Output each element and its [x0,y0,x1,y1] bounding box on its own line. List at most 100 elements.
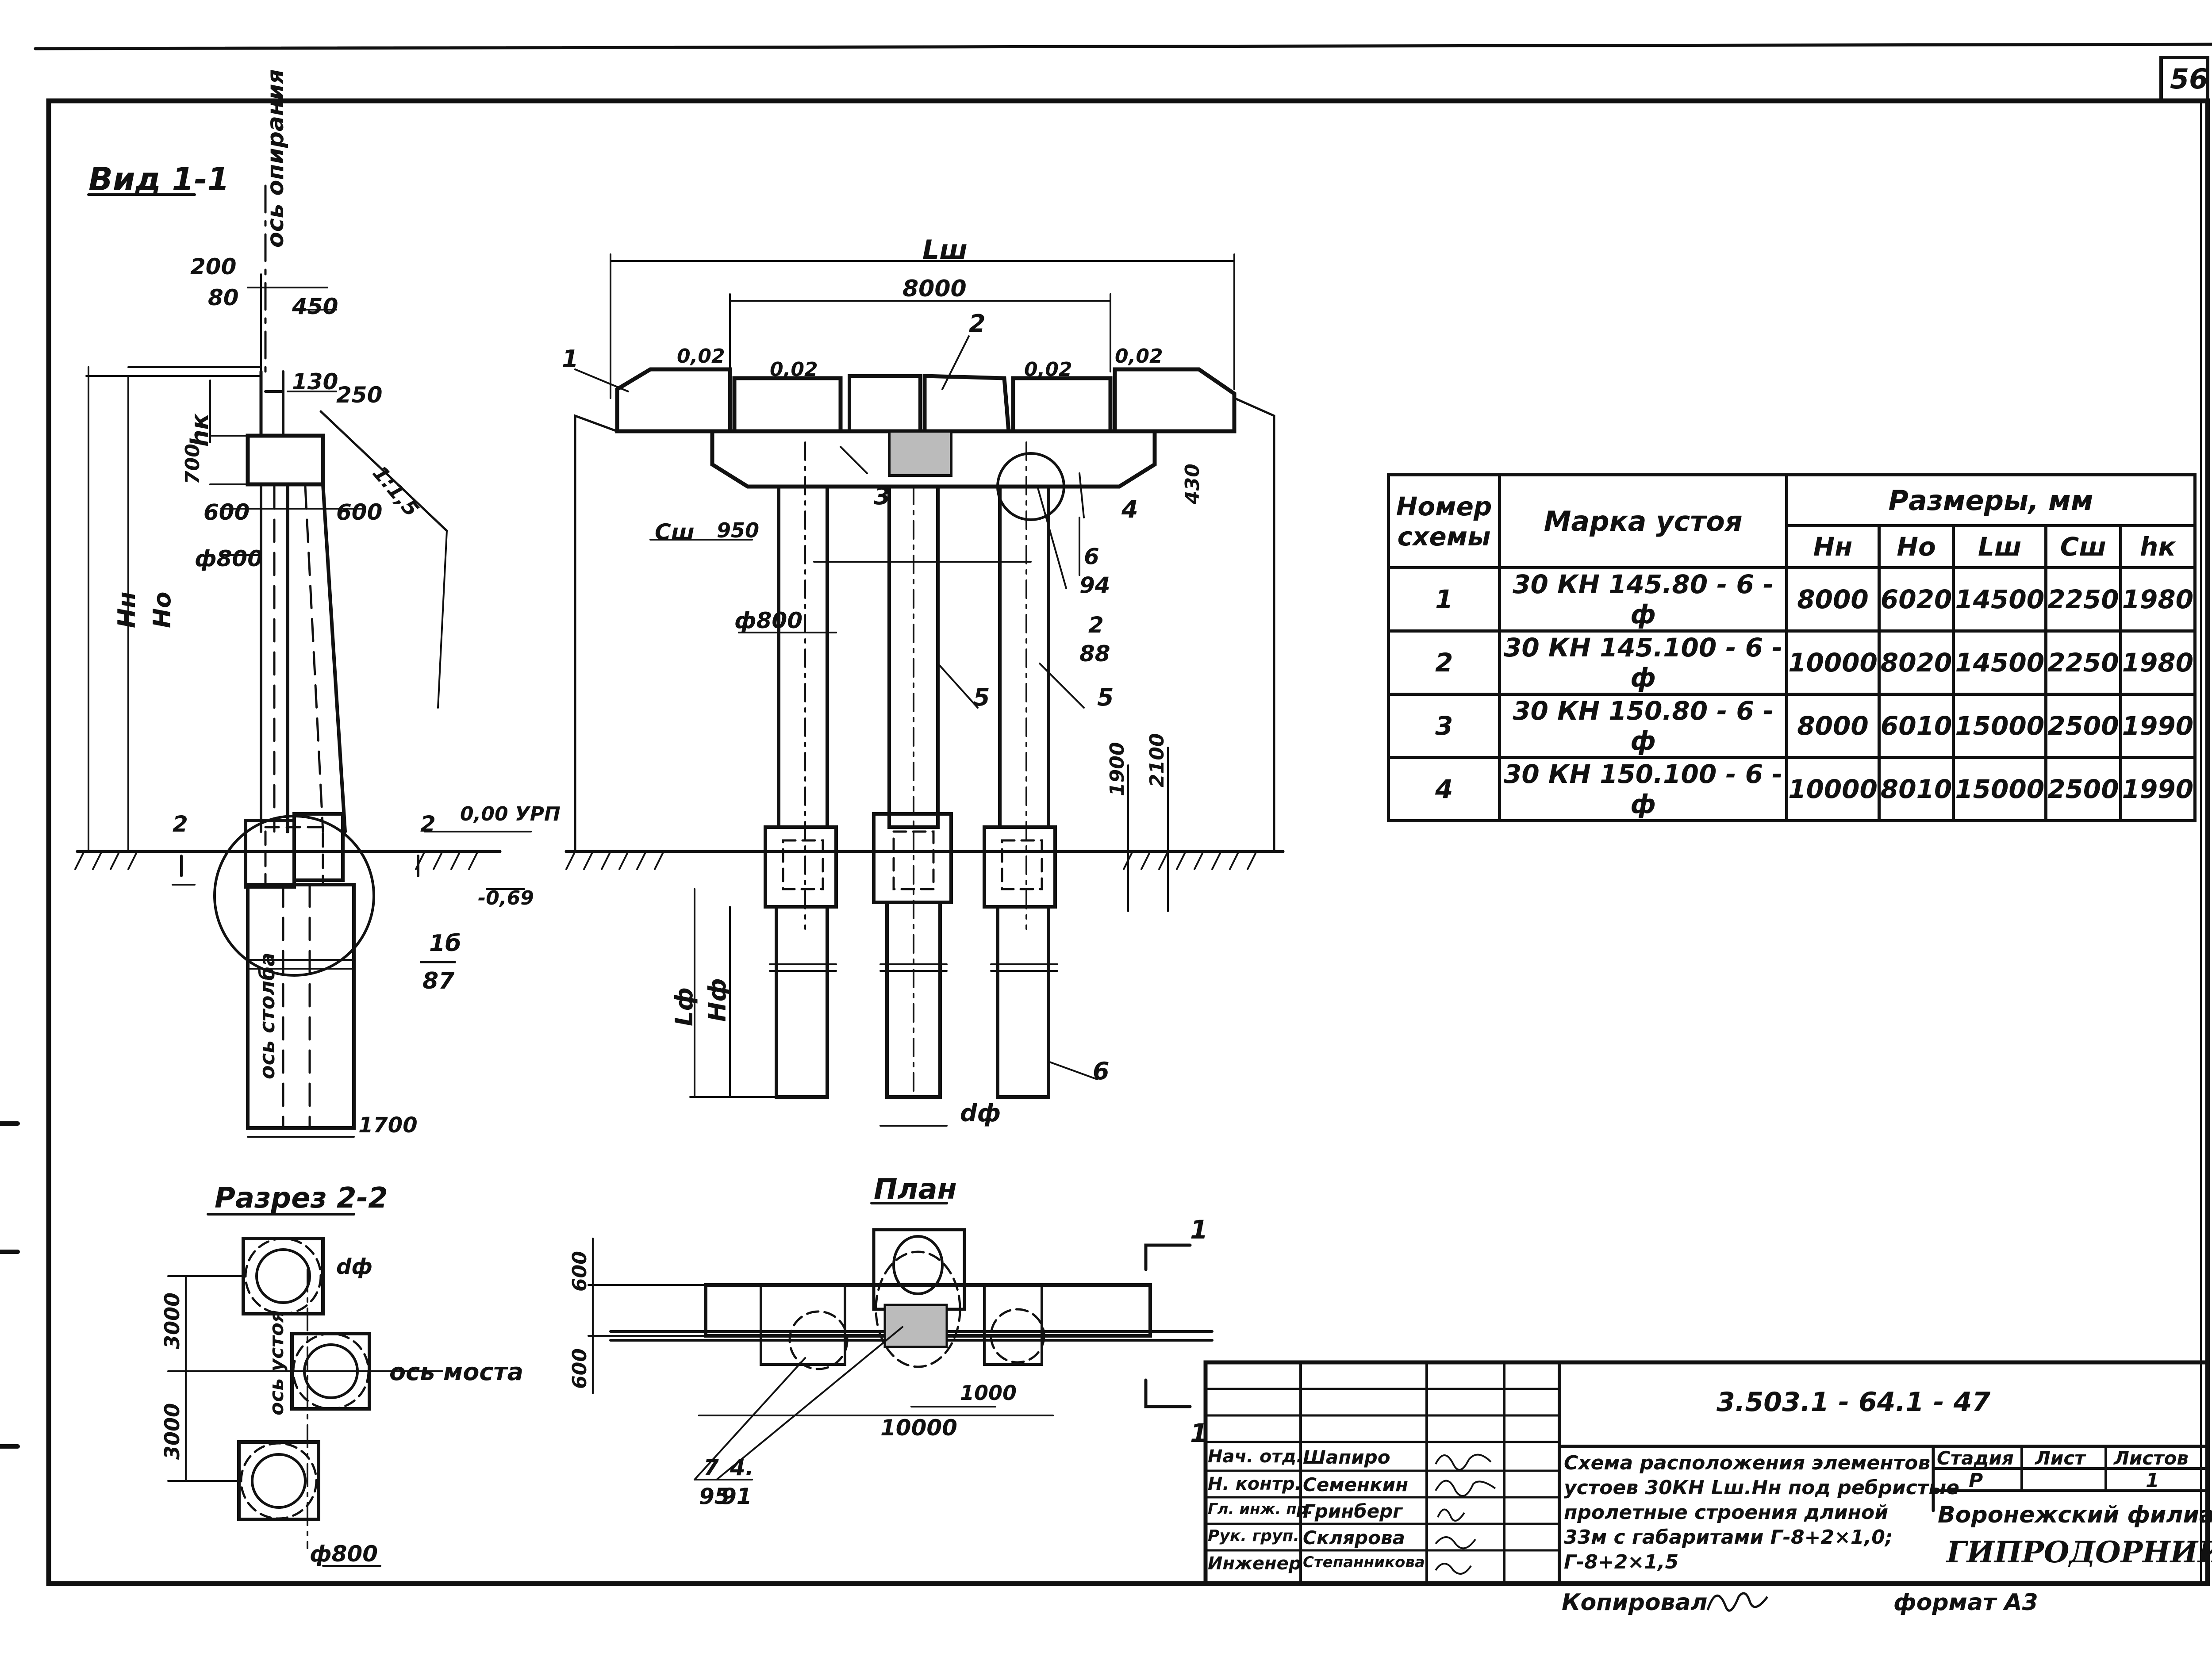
pos-1: 1 [562,345,579,373]
row-number: 1 [1386,566,1502,633]
dim-hk: hк [186,413,214,447]
row-hk: 1990 [2119,756,2197,822]
format-label: формат А3 [1893,1589,2038,1616]
doc-code: 3.503.1 - 64.1 - 47 [1717,1387,1991,1418]
slope-4: 0,02 [1115,345,1163,368]
section-2-2-title: Разрез 2-2 [215,1182,388,1215]
dim-1900: 1900 [1106,742,1129,796]
row-csh: 2250 [2044,566,2122,633]
title-block [1203,1360,2210,1586]
section-2-2 [167,1213,443,1567]
dim-8000: 8000 [902,276,967,302]
table-row: 4 30 КН 150.100 - 6 - ф 10000 8010 15000… [1386,756,2197,822]
role-2: Н. контр. [1208,1474,1302,1494]
desc-line-3: пролетные строения длиной [1564,1501,1889,1524]
name-4: Склярова [1303,1527,1405,1549]
sheet-label: Лист [2035,1447,2085,1469]
cut-marker-top: 1 [1190,1215,1208,1245]
row-csh: 2500 [2044,756,2122,822]
name-5: Степанникова [1303,1553,1425,1571]
desc-line-5: Г-8+2×1,5 [1564,1551,1679,1573]
row-lsh: 15000 [1952,756,2048,822]
row-mark: 30 КН 150.80 - 6 - ф [1498,693,1789,759]
dim-phi800-elev: ф800 [734,608,803,633]
dim-2100: 2100 [1146,733,1168,787]
col-scheme-header: Номер схемы [1386,473,1502,569]
sec-df: dф [336,1254,373,1279]
sub-ho: Hо [1877,524,1955,569]
ref-4-bottom: 91 [721,1484,752,1509]
dim-1700: 1700 [358,1113,418,1138]
row-mark: 30 КН 145.100 - 6 - ф [1498,629,1789,696]
row-ho: 8010 [1877,756,1955,822]
row-csh: 2250 [2044,629,2122,696]
sec-2-right: 2 [420,811,436,837]
copied-label: Копировал [1562,1589,1708,1616]
dim-130: 130 [292,369,338,395]
plan-1000: 1000 [960,1381,1017,1405]
pos-3: 3 [874,482,891,510]
org-line-1: Воронежский филиал [1938,1502,2212,1528]
table-row: 3 30 КН 150.80 - 6 - ф 8000 6010 15000 2… [1386,693,2197,759]
dim-950: 950 [717,518,759,542]
row-hk: 1990 [2119,693,2197,759]
sec-phi800: ф800 [310,1541,378,1567]
col-sizes-header: Размеры, мм [1785,473,2197,527]
sub-csh: Cш [2044,524,2122,569]
stage-label: Стадия [1937,1447,2014,1469]
description: Схема расположения элементов устоев 30КН… [1564,1451,1959,1575]
pos-6: 6 [1093,1057,1110,1085]
plan-600-a: 600 [568,1251,591,1292]
axis-support-label: ось опирания [262,69,289,248]
sub-hk: hк [2119,524,2197,569]
desc-line-2: устоев 30КН Lш.Hн под ребристые [1564,1476,1959,1499]
sec-3000-b: 3000 [160,1403,184,1460]
row-number: 2 [1386,629,1502,696]
view-1-1-title: Вид 1-1 [88,161,230,198]
role-1: Нач. отд. [1208,1446,1303,1467]
ref-6-bottom: 94 [1079,572,1110,598]
row-hn: 8000 [1785,566,1881,633]
ref-7-bottom: 95 [699,1484,730,1509]
ref-2-bottom: 88 [1079,641,1110,667]
callout-top: 1б [429,930,461,957]
name-2: Семенкин [1303,1474,1409,1496]
view-1-1 [74,184,532,1138]
row-ho: 6020 [1877,566,1955,633]
sub-lsh: Lш [1952,524,2048,569]
row-lsh: 14500 [1952,566,2048,633]
ref-4-top: 4. [730,1455,754,1480]
slope-2: 0,02 [770,358,818,381]
row-number: 3 [1386,693,1502,759]
stage-value: Р [1969,1469,1983,1492]
dim-600-left: 600 [204,499,250,525]
row-hk: 1980 [2119,566,2197,633]
dim-hn: Hн [113,591,141,628]
slope-3: 0,02 [1024,358,1072,381]
copied-signature [1706,1592,1768,1612]
row-mark: 30 КН 145.80 - 6 - ф [1498,566,1789,633]
sheet-number: 56 [2170,63,2208,95]
dim-df: dф [960,1099,1001,1127]
dim-430: 430 [1181,464,1204,505]
role-5: Инженер [1208,1553,1302,1574]
axis-bridge: ось моста [389,1358,523,1386]
pos-2: 2 [969,310,986,337]
callout-bottom: 87 [422,968,455,994]
row-lsh: 14500 [1952,629,2048,696]
minus-level: -0,69 [478,887,534,909]
dim-450: 450 [292,294,338,319]
name-3: Гринберг [1303,1500,1403,1522]
dim-600-right: 600 [336,499,382,525]
axis-abutment: ось устоя [265,1310,288,1415]
table-row: 1 30 КН 145.80 - 6 - ф 8000 6020 14500 2… [1386,566,2197,633]
axis-column-label: ось столба [255,953,279,1079]
row-ho: 6010 [1877,693,1955,759]
dim-250: 250 [336,382,382,408]
sub-hn: Hн [1785,524,1881,569]
pos-4: 4 [1121,495,1138,523]
drawing-frame [46,98,2210,1586]
plan-600-b: 600 [568,1348,591,1389]
row-csh: 2500 [2044,693,2122,759]
row-ho: 8020 [1877,629,1955,696]
